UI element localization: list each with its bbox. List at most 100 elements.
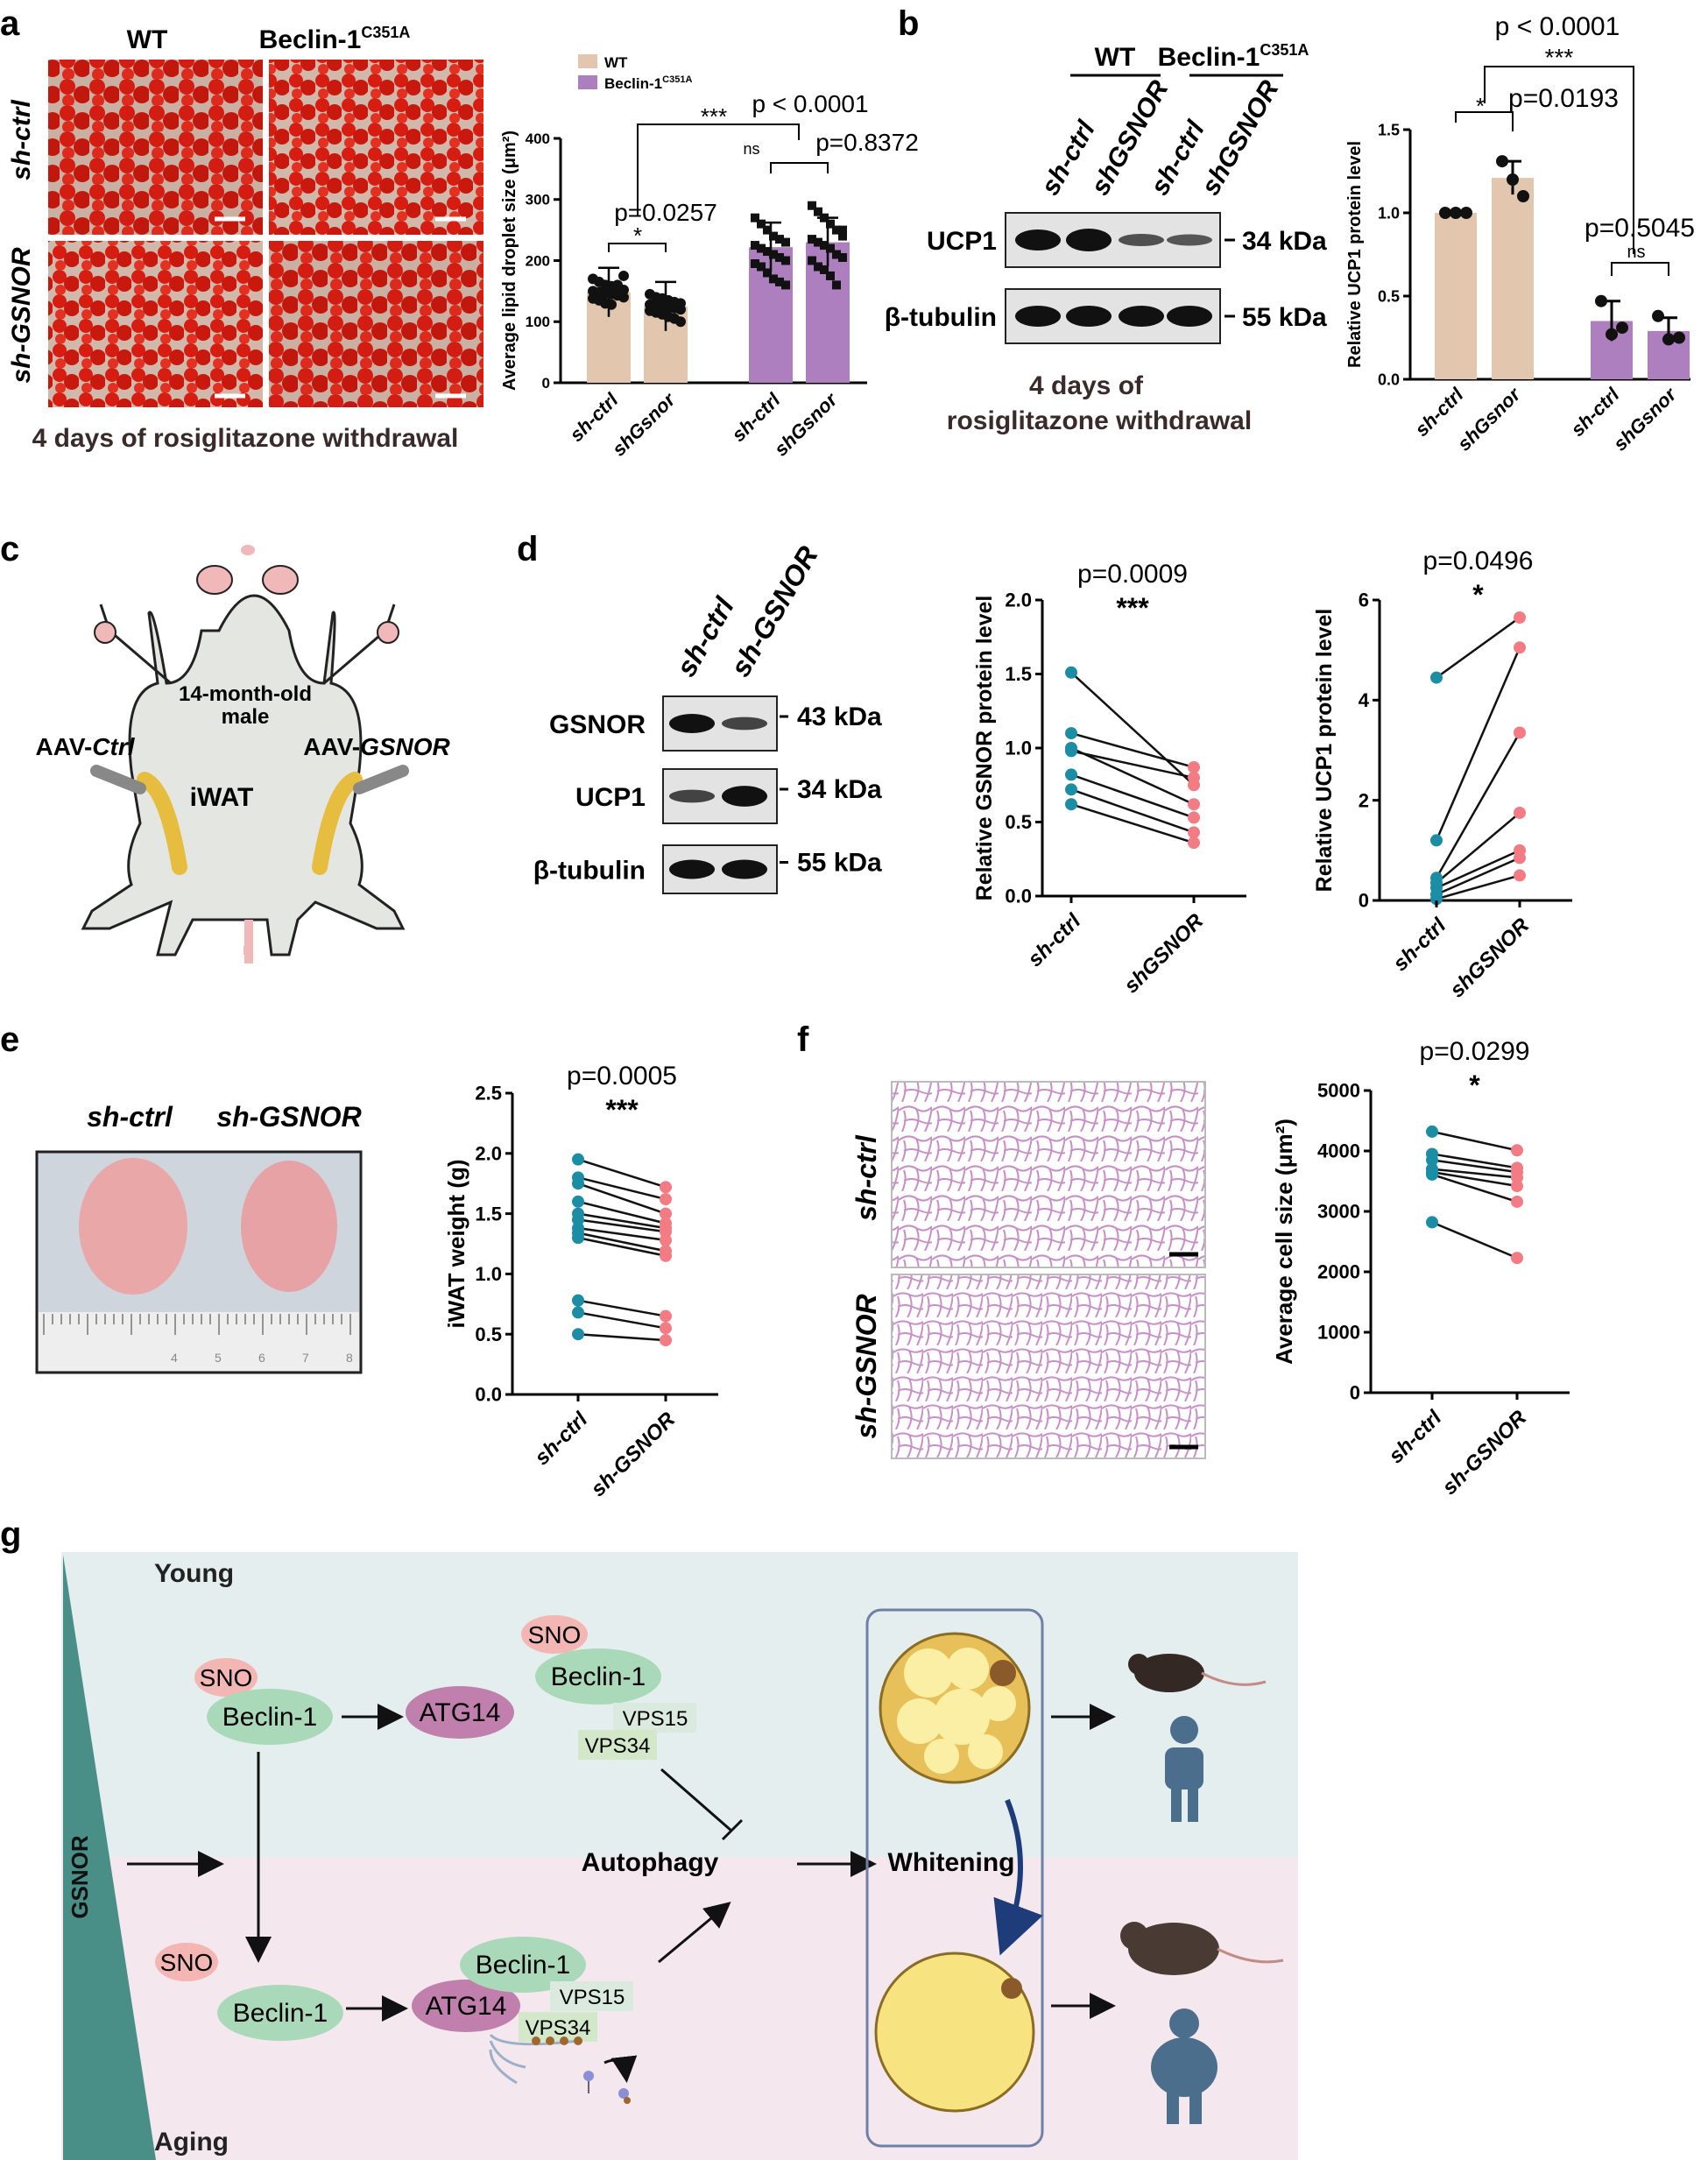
- pair-line: [577, 1226, 667, 1242]
- c-right-aav: AAV-GSNOR: [303, 733, 450, 760]
- blot-band: [1066, 229, 1112, 251]
- blot-band: [722, 859, 767, 879]
- a-micro-beclin-ctrl: [269, 60, 483, 235]
- gsnor-point: [1514, 726, 1526, 739]
- data-point: [826, 271, 835, 280]
- x-tick-label: shGsnor: [1609, 383, 1682, 455]
- ctrl-point: [1065, 798, 1077, 811]
- panel-label-c: c: [0, 530, 19, 568]
- bar: [1492, 178, 1534, 379]
- pair-line: [577, 1182, 667, 1215]
- sno-badge: [194, 1658, 258, 1697]
- blot-band: [722, 786, 767, 807]
- pair-line: [1431, 1170, 1518, 1188]
- ctrl-point: [1430, 893, 1443, 906]
- ctrl-point: [1430, 834, 1443, 847]
- blot-band: [669, 714, 715, 733]
- gsnor-point: [1511, 1180, 1523, 1193]
- g-aging: Aging: [154, 2128, 229, 2156]
- aged-mouse-icon: [1120, 1922, 1284, 1975]
- blot-label: UCP1: [927, 227, 997, 256]
- ctrl-point: [1426, 1154, 1438, 1167]
- data-point: [808, 235, 816, 244]
- blot-band: [669, 859, 715, 879]
- sno-label: SNO: [200, 1664, 253, 1691]
- pair-line: [1431, 1168, 1518, 1179]
- ctrl-point: [572, 1306, 584, 1319]
- c-age-2: male: [222, 705, 270, 729]
- blot-band: [722, 716, 767, 731]
- white-adipocyte-icon: [874, 1952, 1035, 2113]
- gsnor-point: [660, 1233, 672, 1246]
- sno-badge: [155, 1943, 218, 1981]
- vps15-label: VPS15: [623, 1707, 688, 1731]
- data-point: [1673, 331, 1685, 344]
- data-point: [618, 270, 629, 281]
- pair-line: [1436, 857, 1521, 896]
- data-point: [751, 213, 759, 222]
- gsnor-point: [1514, 641, 1526, 654]
- x-tick-label: sh-ctrl: [1388, 913, 1451, 976]
- f-row-gsnor: sh-GSNOR: [850, 1294, 882, 1438]
- beclin-node: [217, 1985, 343, 2041]
- vps15-label: VPS15: [560, 1986, 625, 2009]
- p-value: p=0.0299: [1420, 1037, 1530, 1066]
- ctrl-point: [1065, 666, 1077, 679]
- vps34-box: [578, 1730, 657, 1760]
- data-point: [781, 256, 790, 265]
- e-label-ctrl: sh-ctrl: [87, 1101, 173, 1133]
- x-tick-label: shGSNOR: [1119, 909, 1209, 999]
- g-young: Young: [154, 1559, 234, 1588]
- sig-stars: *: [1476, 93, 1485, 119]
- y-tick-label: 0: [1359, 890, 1369, 912]
- sig-bracket: [770, 162, 829, 173]
- pair-line: [1431, 1173, 1518, 1204]
- inhibit-line: [660, 1768, 732, 1832]
- x-tick-label: shGsnor: [1453, 383, 1526, 455]
- y-tick-label: 0.0: [475, 1384, 502, 1406]
- e-label-gsnor: sh-GSNOR: [216, 1101, 361, 1133]
- a-col-wt: WT: [127, 25, 168, 54]
- data-point: [1507, 173, 1519, 186]
- data-point: [751, 258, 759, 268]
- p-value: p=0.8372: [815, 129, 919, 156]
- x-tick-label: sh-ctrl: [1023, 908, 1086, 971]
- panel-label-b: b: [898, 4, 919, 43]
- ctrl-point: [572, 1232, 584, 1245]
- y-tick-label: 2: [1359, 789, 1369, 811]
- y-tick-label: 100: [526, 314, 550, 330]
- beclin-node: [460, 1937, 586, 1993]
- pair-line: [1436, 874, 1521, 900]
- data-point: [820, 265, 829, 274]
- p-value: p=0.5045: [1584, 214, 1695, 243]
- beclin-label: Beclin-1: [233, 1999, 328, 2028]
- ctrl-point: [572, 1328, 584, 1341]
- p-value: p=0.0009: [1077, 560, 1188, 589]
- pair-line: [1436, 616, 1521, 679]
- b-group-beclin: Beclin-1C351A: [1158, 41, 1309, 72]
- data-point: [838, 225, 847, 235]
- gsnor-point: [660, 1225, 672, 1239]
- data-point: [826, 244, 835, 253]
- data-point: [832, 225, 841, 235]
- gsnor-point: [660, 1334, 672, 1347]
- ctrl-point: [1065, 727, 1077, 740]
- f-histo-ctrl: [891, 1081, 1206, 1268]
- ctrl-point: [1426, 1168, 1438, 1181]
- pair-line: [577, 1332, 667, 1342]
- young-mouse-icon: [1128, 1654, 1267, 1692]
- vps34-box: [519, 2012, 597, 2042]
- sig-bracket: [637, 124, 800, 215]
- blot-band: [669, 789, 715, 803]
- sig-bracket: [1611, 262, 1669, 276]
- pair-line: [1435, 646, 1521, 841]
- a-col-beclin: Beclin-1C351A: [259, 24, 411, 54]
- p-value: p=0.0257: [614, 199, 717, 226]
- legend-label: Beclin-1C351A: [604, 74, 692, 92]
- y-tick-label: 0.0: [1005, 886, 1032, 907]
- data-point: [1450, 207, 1462, 219]
- data-point: [675, 316, 686, 328]
- pair-line: [577, 1236, 667, 1257]
